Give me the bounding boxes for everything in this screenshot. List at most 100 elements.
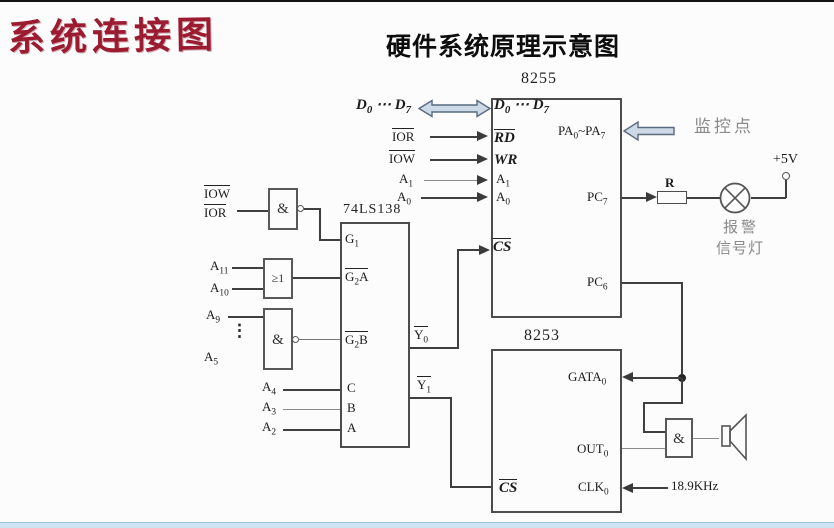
signal-y0: Y0 [414,326,429,346]
arrowhead-cs-8255 [479,245,490,255]
wire-nand-to-g2b [299,339,340,340]
wire-a10 [232,288,263,290]
signal-y1: Y1 [417,376,432,396]
or-gate-a11-a10: ≥1 [263,258,293,299]
wire-to-and [643,431,665,433]
wire-a4 [283,389,340,391]
wire-a3 [283,409,340,410]
wire-or-to-g2a [293,277,340,279]
wire-nand-out [319,208,321,241]
resistor-label: R [665,175,675,190]
data-bus-label: D0 ⋯ D7 [356,97,411,116]
wire-y1 [410,397,451,399]
arrowhead-clk0 [622,483,633,493]
arrowhead-a0 [477,192,488,202]
pin-a1: A1 [496,171,511,190]
alarm-lamp-label-2: 信号灯 [716,240,765,257]
signal-iow: IOW [204,185,230,201]
and-gate-speaker: & [665,418,693,458]
wire-a1 [424,180,477,181]
supply-terminal [782,172,790,180]
wire-pc6 [622,282,683,284]
arrowhead-rd [477,131,488,141]
wire-y0-to-cs [457,249,479,251]
chip-label-8253: 8253 [524,327,560,344]
signal-a5: A5 [204,349,219,368]
signal-a3: A3 [262,399,277,418]
supply-label: +5V [773,152,799,167]
chip-label-8255: 8255 [521,70,557,87]
wire-pc6 [681,282,683,378]
pin-g1: G1 [345,231,360,250]
arrowhead-pc7 [646,192,657,202]
wire-pc6-down [681,378,683,403]
signal-a2: A2 [262,419,277,438]
wire-pc6-jog [643,402,645,432]
wire-lamp-supply [751,197,786,199]
wire-y0 [457,249,459,349]
pin-a: A [347,420,357,435]
wire-y1 [450,397,452,488]
wire-ior-nand [237,210,268,212]
speaker-icon [721,413,747,462]
wire-and-speaker [693,438,719,439]
or-symbol: ≥1 [271,271,285,285]
nand-gate-iow-ior: & [268,188,298,230]
wire-clk0 [632,487,668,489]
pa-port-arrow [623,120,675,142]
chip-74ls138 [340,222,410,448]
pin-clk0: CLK0 [578,479,609,498]
and-symbol: & [272,332,284,348]
wire-gata0 [632,377,681,379]
arrowhead-a1 [477,175,488,185]
wire-out0 [622,448,665,449]
pin-cs-8255: CS [493,238,512,255]
pin-a0: A0 [496,189,511,208]
wire-pc6-jog [643,402,683,404]
arrowhead-wr [477,154,488,164]
page-corner-title: 系统连接图 [7,12,219,60]
pin-b: B [347,400,356,415]
wire-nand-out [304,208,320,210]
wire-pc7 [622,197,646,199]
signal-a10: A10 [210,280,229,299]
page-title: 硬件系统原理示意图 [386,33,621,61]
pin-cs-8253: CS [499,479,518,496]
signal-a11: A11 [210,258,229,277]
wire-a2 [283,429,340,431]
chip-label-74ls138: 74LS138 [343,202,402,217]
wire-supply [785,180,787,198]
wire-y1-to-cs [450,486,491,488]
pin-rd: RD [494,129,515,146]
chip-8255 [491,98,622,318]
signal-a0: A0 [397,189,412,208]
pin-g2a: G2A [345,268,369,288]
wire-a9 [228,316,263,318]
ellipsis-vertical: ⋮ [231,321,248,340]
data-bus-arrow [418,99,491,118]
pin-wr: WR [494,152,518,168]
wire-ior-rd [430,136,477,138]
inverter-bubble [297,205,304,212]
wire-r-lamp [687,197,720,199]
alarm-lamp-label-1: 报警 [723,219,760,236]
pin-pc7: PC7 [587,189,608,208]
nand-gate-a9-a5: & [263,308,293,370]
inverter-bubble [292,336,299,343]
pin-g2b: G2B [345,331,368,351]
wire-to-g1 [319,239,340,241]
arrowhead-gata0 [622,372,633,382]
slide-footer-bar [0,522,834,528]
signal-ior: IOR [204,204,227,220]
resistor-box [657,191,687,204]
signal-a1: A1 [399,171,414,190]
alarm-lamp-icon [719,182,751,214]
signal-ior-8255: IOR [392,128,415,144]
pin-out0: OUT0 [577,441,609,460]
wire-y0 [410,347,457,349]
pin-gata0: GATA0 [568,369,607,388]
wire-a11 [232,267,263,269]
wire-a0 [421,197,477,199]
pin-pa0-pa7: PA0~PA7 [558,123,606,142]
